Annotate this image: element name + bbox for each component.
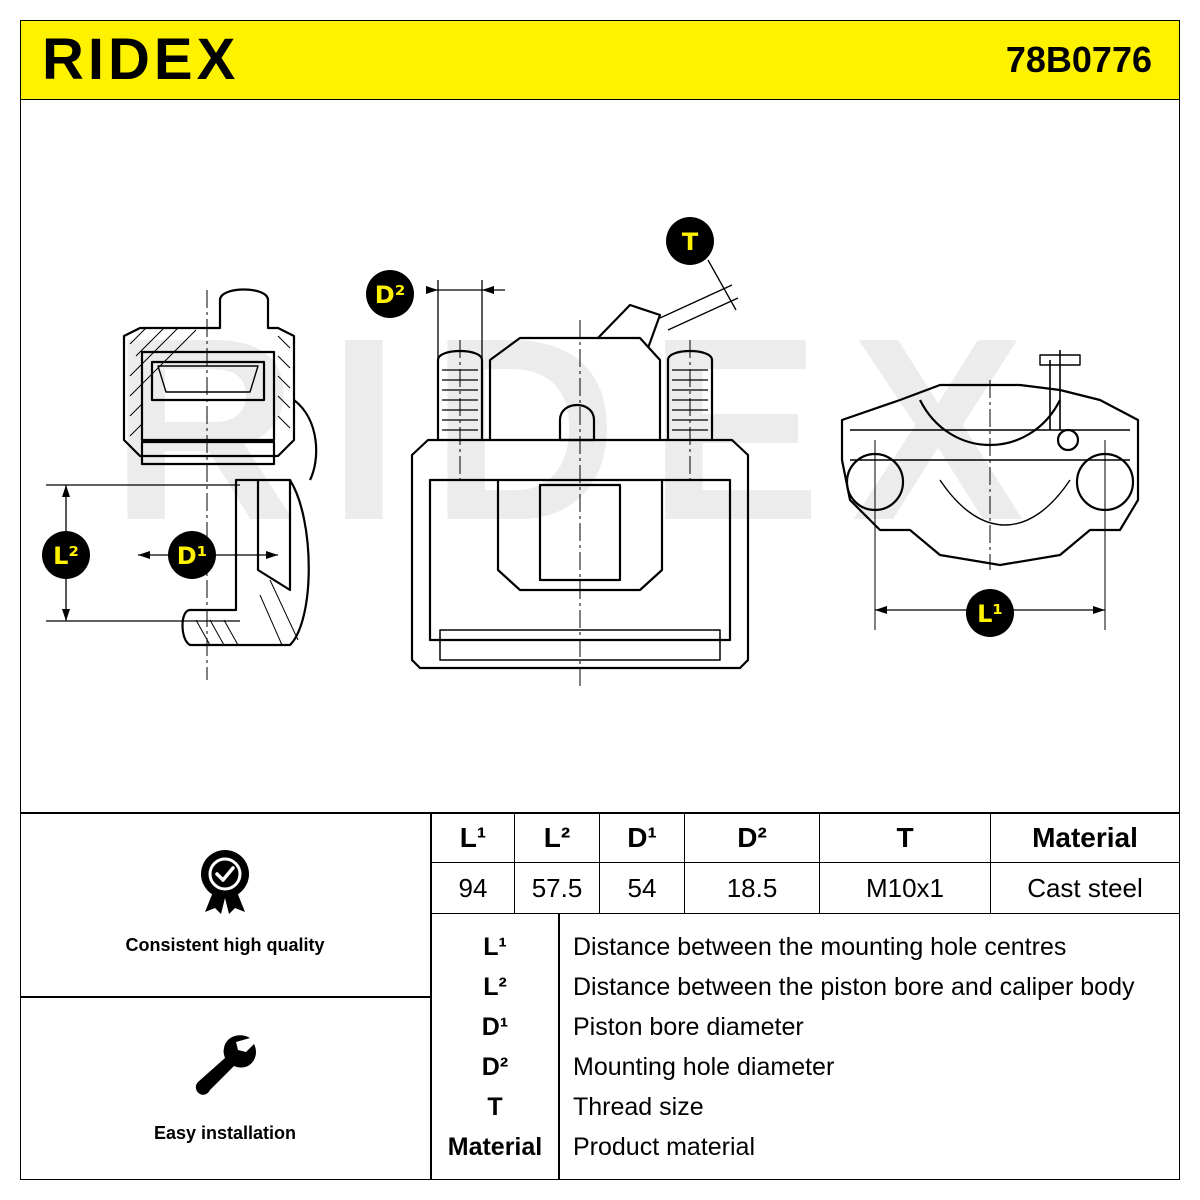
part-number: 78B0776 bbox=[1005, 39, 1152, 80]
feature-divider bbox=[20, 996, 430, 998]
feature-label: Easy installation bbox=[153, 1123, 297, 1143]
legend-row: L² Distance between the piston bore and … bbox=[431, 967, 1180, 1007]
spec-header: L¹ bbox=[431, 813, 515, 863]
wrench-icon bbox=[195, 1035, 256, 1095]
section-divider bbox=[20, 812, 1180, 814]
caliper-top-view bbox=[840, 350, 1140, 630]
legend-row: L¹ Distance between the mounting hole ce… bbox=[431, 927, 1180, 967]
spec-value: 54 bbox=[599, 862, 685, 914]
legend-desc: Piston bore diameter bbox=[573, 1013, 804, 1041]
badge-l2: L² bbox=[42, 531, 90, 579]
caliper-section-view bbox=[122, 288, 318, 680]
caliper-drawing: L² D¹ D² T L¹ bbox=[42, 217, 1140, 690]
spec-value: M10x1 bbox=[819, 862, 991, 914]
legend-desc: Mounting hole diameter bbox=[573, 1053, 835, 1081]
legend-desc: Distance between the piston bore and cal… bbox=[573, 973, 1135, 1001]
spec-value: 94 bbox=[431, 862, 515, 914]
badge-d1: D¹ bbox=[168, 531, 216, 579]
legend-row: D¹ Piston bore diameter bbox=[431, 1007, 1180, 1047]
header-bar bbox=[20, 20, 1180, 100]
legend-key: T bbox=[487, 1093, 503, 1121]
spec-header: D² bbox=[684, 813, 820, 863]
spec-value: 57.5 bbox=[514, 862, 600, 914]
quality-badge-icon bbox=[201, 850, 249, 914]
legend-desc: Distance between the mounting hole centr… bbox=[573, 933, 1067, 961]
spec-value-row: 94 57.5 54 18.5 M10x1 Cast steel bbox=[431, 862, 1180, 914]
spec-header-row: L¹ L² D¹ D² T Material bbox=[431, 813, 1180, 863]
spec-header: Material bbox=[990, 813, 1180, 863]
dimension-legend: L¹ Distance between the mounting hole ce… bbox=[431, 913, 1180, 1180]
badge-d2-text: D² bbox=[375, 281, 405, 309]
legend-key: L¹ bbox=[483, 933, 507, 961]
legend-row: T Thread size bbox=[431, 1087, 1180, 1127]
feature-installation: Easy installation bbox=[20, 1030, 430, 1144]
spec-value: 18.5 bbox=[684, 862, 820, 914]
spec-header: D¹ bbox=[599, 813, 685, 863]
badge-d1-text: D¹ bbox=[177, 542, 207, 570]
badge-l1-text: L¹ bbox=[977, 600, 1003, 628]
dimension-badges: L² D¹ D² T L¹ bbox=[42, 217, 1014, 637]
spec-header: L² bbox=[514, 813, 600, 863]
technical-drawing: RIDEX bbox=[20, 100, 1180, 812]
brand-logo: RIDEX bbox=[42, 27, 240, 92]
badge-d2: D² bbox=[366, 270, 414, 318]
feature-quality: Consistent high quality bbox=[20, 848, 430, 956]
legend-row: D² Mounting hole diameter bbox=[431, 1047, 1180, 1087]
legend-key: Material bbox=[447, 1133, 543, 1161]
badge-t: T bbox=[666, 217, 714, 265]
spec-header: T bbox=[819, 813, 991, 863]
column-divider bbox=[430, 812, 432, 1180]
legend-key: D² bbox=[481, 1053, 509, 1081]
badge-l2-text: L² bbox=[53, 542, 79, 570]
legend-divider bbox=[558, 913, 560, 1180]
legend-row: Material Product material bbox=[431, 1127, 1180, 1167]
legend-desc: Thread size bbox=[573, 1093, 704, 1121]
legend-key: L² bbox=[483, 973, 507, 1001]
legend-desc: Product material bbox=[573, 1133, 756, 1161]
badge-l1: L¹ bbox=[966, 589, 1014, 637]
legend-key: D¹ bbox=[481, 1013, 509, 1041]
caliper-front-view bbox=[410, 303, 750, 690]
spec-value: Cast steel bbox=[990, 862, 1180, 914]
badge-t-text: T bbox=[682, 228, 699, 256]
spec-table: L¹ L² D¹ D² T Material 94 57.5 54 18.5 M… bbox=[431, 813, 1180, 914]
feature-label: Consistent high quality bbox=[125, 935, 325, 955]
